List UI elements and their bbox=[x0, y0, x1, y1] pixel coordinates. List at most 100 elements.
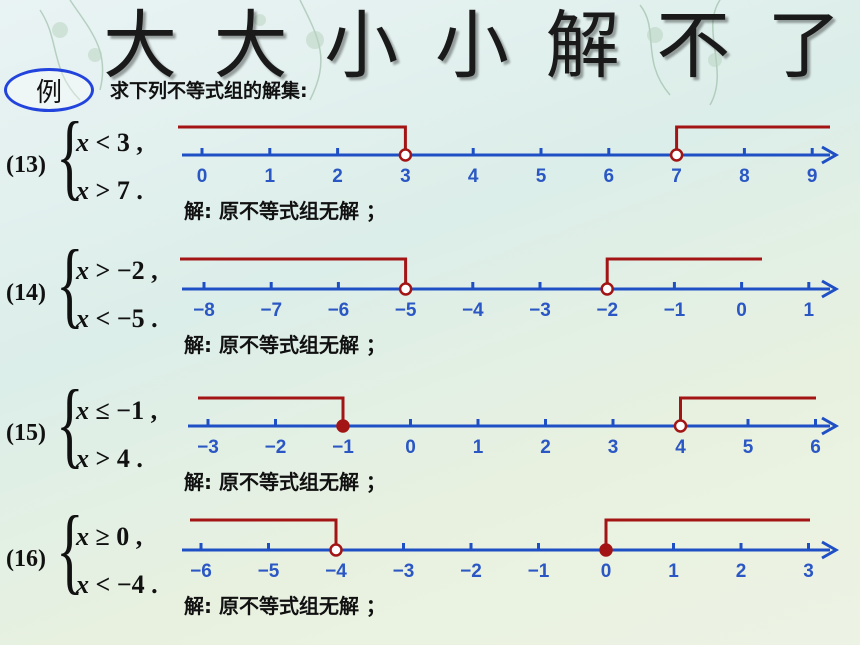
tick-label: 2 bbox=[332, 166, 343, 187]
tick-label: 3 bbox=[608, 437, 619, 458]
tick-label: −2 bbox=[460, 561, 482, 582]
inequality-2: x > 4 . bbox=[76, 444, 143, 474]
open-endpoint bbox=[398, 148, 413, 162]
problem-number: (13) bbox=[6, 152, 46, 178]
separator: , bbox=[144, 396, 158, 425]
system-brace: { bbox=[56, 370, 84, 477]
tick-label: 2 bbox=[540, 437, 551, 458]
operator: ≥ bbox=[89, 522, 117, 551]
bound-value: −5 bbox=[116, 304, 145, 333]
background-decoration bbox=[39, 0, 722, 106]
tick-label: 0 bbox=[601, 561, 612, 582]
tick-label: 0 bbox=[405, 437, 416, 458]
solution-ray-left bbox=[178, 125, 407, 151]
tick-label: −7 bbox=[260, 300, 282, 321]
operator: < bbox=[89, 304, 117, 333]
solution-ray-right bbox=[604, 518, 810, 546]
bound-value: 4 bbox=[116, 444, 130, 473]
solution-text: 解: 原不等式组无解 ； bbox=[184, 199, 386, 223]
title-char: 解 bbox=[545, 2, 620, 89]
tick-label: 9 bbox=[807, 166, 818, 187]
open-endpoint bbox=[329, 543, 343, 557]
tick-label: 0 bbox=[197, 166, 208, 187]
separator: , bbox=[129, 522, 143, 551]
variable: x bbox=[76, 128, 89, 157]
example-label: 例 bbox=[35, 77, 62, 108]
tick-label: 0 bbox=[736, 300, 747, 321]
tick-label: −6 bbox=[328, 300, 350, 321]
tick-label: 7 bbox=[671, 166, 682, 187]
separator: . bbox=[129, 444, 143, 473]
inequality-1: x < 3 , bbox=[76, 128, 143, 158]
tick-label: 3 bbox=[803, 561, 814, 582]
tick-label: 4 bbox=[675, 437, 686, 458]
solution-ray-left bbox=[180, 257, 408, 285]
axis-arrow-icon bbox=[821, 279, 840, 299]
tick-label: 2 bbox=[736, 561, 747, 582]
variable: x bbox=[76, 444, 89, 473]
title-char: 了 bbox=[766, 2, 841, 89]
operator: > bbox=[89, 176, 117, 205]
inequality-2: x > 7 . bbox=[76, 176, 143, 206]
solution-ray-left bbox=[198, 396, 345, 422]
variable: x bbox=[76, 522, 89, 551]
variable: x bbox=[76, 396, 89, 425]
bound-value: 7 bbox=[116, 176, 130, 205]
bound-value: −2 bbox=[116, 256, 145, 285]
tick-label: −2 bbox=[596, 300, 618, 321]
separator: . bbox=[144, 304, 158, 333]
tick-label: −8 bbox=[193, 300, 215, 321]
problem-number: (14) bbox=[6, 280, 46, 306]
closed-endpoint bbox=[336, 419, 350, 433]
title-char: 小 bbox=[434, 2, 509, 89]
page-title: 大 大 小 小 解 不 了 bbox=[92, 0, 852, 89]
separator: , bbox=[144, 256, 158, 285]
system-brace: { bbox=[56, 496, 84, 603]
bound-value: −1 bbox=[116, 396, 145, 425]
tick-label: −1 bbox=[664, 300, 686, 321]
operator: > bbox=[89, 444, 117, 473]
tick-label: 5 bbox=[536, 166, 547, 187]
tick-label: −5 bbox=[395, 300, 417, 321]
axis-arrow-icon bbox=[821, 416, 840, 436]
inequality-1: x > −2 , bbox=[76, 256, 158, 286]
tick-label: 1 bbox=[668, 561, 679, 582]
separator: . bbox=[129, 176, 143, 205]
system-brace: { bbox=[56, 102, 84, 209]
title-char: 大 bbox=[103, 2, 177, 89]
tick-label: −3 bbox=[529, 300, 551, 321]
variable: x bbox=[76, 256, 89, 285]
solution-ray-right bbox=[679, 396, 816, 422]
bound-value: 3 bbox=[116, 128, 130, 157]
operator: ≤ bbox=[89, 396, 117, 425]
tick-label: −3 bbox=[197, 437, 219, 458]
operator: < bbox=[89, 570, 117, 599]
open-endpoint bbox=[673, 419, 688, 433]
title-char: 大 bbox=[213, 2, 288, 89]
open-endpoint bbox=[669, 148, 684, 162]
tick-label: 8 bbox=[739, 166, 750, 187]
inequality-2: x < −4 . bbox=[76, 570, 158, 600]
axis-arrow-icon bbox=[821, 540, 840, 560]
tick-label: 6 bbox=[604, 166, 615, 187]
tick-label: −4 bbox=[462, 300, 484, 321]
operator: < bbox=[89, 128, 117, 157]
tick-label: −5 bbox=[258, 561, 280, 582]
title-char: 不 bbox=[656, 2, 731, 89]
tick-label: 4 bbox=[468, 166, 479, 187]
tick-label: 6 bbox=[810, 437, 821, 458]
closed-endpoint bbox=[599, 543, 613, 557]
tick-label: 3 bbox=[400, 166, 411, 187]
title-char: 小 bbox=[324, 2, 399, 89]
operator: > bbox=[89, 256, 117, 285]
tick-label: −1 bbox=[332, 437, 354, 458]
tick-label: 1 bbox=[265, 166, 276, 187]
variable: x bbox=[76, 176, 89, 205]
open-endpoint bbox=[600, 282, 614, 296]
separator: . bbox=[144, 570, 158, 599]
tick-label: −6 bbox=[190, 561, 212, 582]
